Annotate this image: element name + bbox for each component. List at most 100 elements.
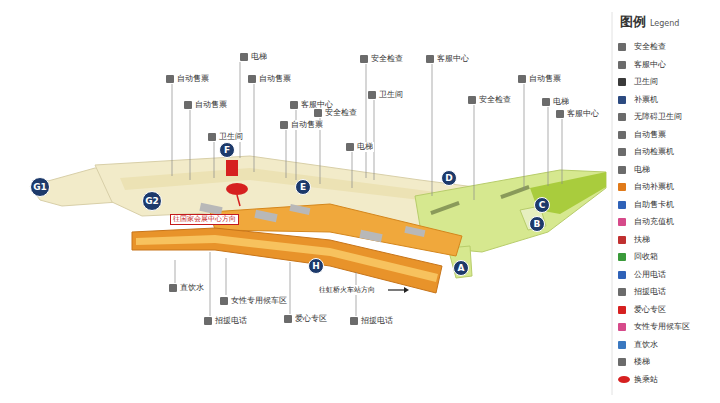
elevator-block xyxy=(226,160,238,176)
facility-icon xyxy=(556,110,564,118)
legend-text: 直饮水 xyxy=(634,340,658,350)
facility-icon xyxy=(284,315,292,323)
facility-callout: 卫生间 xyxy=(378,90,404,100)
legend-icon xyxy=(618,201,626,209)
facility-icon xyxy=(208,133,216,141)
facility-callout: 自动售票 xyxy=(528,74,562,84)
facility-callout: 女性专用候车区 xyxy=(230,296,288,306)
exit-letter: D xyxy=(445,173,452,183)
legend-icon xyxy=(618,113,626,121)
facility-icon xyxy=(368,91,376,99)
exit-marker: H xyxy=(308,258,324,274)
station-sign xyxy=(226,183,248,195)
exit-marker: F xyxy=(219,142,235,158)
direction-sign: 往国家会展中心方向 xyxy=(170,214,239,225)
facility-callout: 直饮水 xyxy=(179,283,205,293)
legend-text: 自动补票机 xyxy=(634,182,674,192)
legend-text: 自动售票 xyxy=(634,130,666,140)
legend-text: 无障碍卫生间 xyxy=(634,112,682,122)
legend-text: 补票机 xyxy=(634,95,658,105)
legend-icon xyxy=(618,323,626,331)
legend-icon xyxy=(618,131,626,139)
facility-callout: 招援电话 xyxy=(360,316,394,326)
legend-text: 安全检查 xyxy=(634,42,666,52)
exit-marker: A xyxy=(453,260,469,276)
facility-callout: 安全检查 xyxy=(478,95,512,105)
facility-callout: 自动售票 xyxy=(258,74,292,84)
legend-text: 女性专用候车区 xyxy=(634,322,690,332)
facility-icon xyxy=(542,98,550,106)
legend-icon xyxy=(618,288,626,296)
legend-text: 回收箱 xyxy=(634,252,658,262)
facility-icon xyxy=(184,101,192,109)
facility-icon xyxy=(360,55,368,63)
facility-icon xyxy=(468,96,476,104)
exit-letter: B xyxy=(534,219,541,229)
facility-callout: 电梯 xyxy=(552,97,570,107)
legend-icon xyxy=(618,183,626,191)
facility-icon xyxy=(248,75,256,83)
exit-letter: G2 xyxy=(145,196,159,206)
facility-icon xyxy=(426,55,434,63)
sign-post xyxy=(237,195,240,206)
facility-icon xyxy=(280,121,288,129)
legend-title: 图例 xyxy=(620,14,646,29)
legend-text: 自动检票机 xyxy=(634,147,674,157)
legend-text: 自助售卡机 xyxy=(634,200,674,210)
legend-text: 扶梯 xyxy=(634,235,650,245)
facility-callout: 电梯 xyxy=(356,142,374,152)
facility-callout: 卫生间 xyxy=(218,132,244,142)
facility-icon xyxy=(290,101,298,109)
legend-icon xyxy=(618,306,626,314)
legend-text: 换乘站 xyxy=(634,375,658,385)
legend-text: 卫生间 xyxy=(634,77,658,87)
legend-icon xyxy=(618,236,626,244)
gate-row xyxy=(430,201,460,215)
exit-letter: H xyxy=(312,261,320,271)
gate-row xyxy=(500,185,530,199)
exit-letter: A xyxy=(458,263,465,273)
exit-letter: G1 xyxy=(33,182,47,192)
facility-icon xyxy=(346,143,354,151)
facility-callout: 客服中心 xyxy=(436,54,470,64)
legend-text: 爱心专区 xyxy=(634,305,666,315)
paid-area-dark xyxy=(530,172,606,214)
facility-icon xyxy=(240,53,248,61)
legend-icon xyxy=(618,61,626,69)
exit-marker: G1 xyxy=(30,177,50,197)
escalator xyxy=(289,204,310,215)
escalator xyxy=(254,210,277,222)
escalator xyxy=(359,230,382,242)
legend-swatch xyxy=(618,376,630,383)
facility-callout: 自动售票 xyxy=(290,120,324,130)
facility-callout: 自动售票 xyxy=(194,100,228,110)
legend-icon xyxy=(618,43,626,51)
legend-text: 电梯 xyxy=(634,165,650,175)
exit-letter: F xyxy=(224,145,230,155)
legend-icon xyxy=(618,271,626,279)
facility-icon xyxy=(220,297,228,305)
legend-icon xyxy=(618,96,626,104)
facility-icon xyxy=(169,284,177,292)
legend-icon xyxy=(618,78,626,86)
exit-marker: B xyxy=(529,216,545,232)
platform xyxy=(132,228,442,293)
facility-icon xyxy=(204,317,212,325)
exit-marker: C xyxy=(534,197,550,213)
exit-letter: C xyxy=(539,200,546,210)
legend-title: Legend xyxy=(650,19,679,29)
legend-text: 自动充值机 xyxy=(634,217,674,227)
legend-icon xyxy=(618,148,626,156)
escalator xyxy=(404,226,425,237)
facility-icon xyxy=(314,109,322,117)
legend-text: 招援电话 xyxy=(634,287,666,297)
exit-marker: D xyxy=(441,170,457,186)
facility-icon xyxy=(350,317,358,325)
facility-callout: 招援电话 xyxy=(214,316,248,326)
direction-arrow xyxy=(388,289,404,290)
legend-icon xyxy=(618,253,626,261)
direction-arrowhead xyxy=(404,287,409,293)
exit-marker: E xyxy=(295,179,311,195)
facility-callout: 安全检查 xyxy=(370,54,404,64)
legend-rule xyxy=(612,12,613,395)
